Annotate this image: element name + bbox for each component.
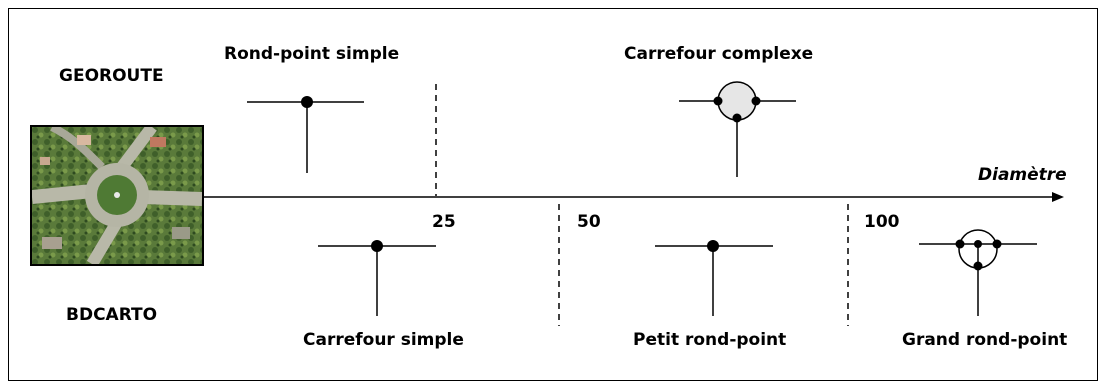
- axis-arrowhead: [1052, 192, 1064, 202]
- tick-50-label: 50: [577, 212, 601, 232]
- petit-rond-point-label: Petit rond-point: [633, 330, 787, 350]
- tick-100-label: 100: [864, 212, 900, 232]
- carrefour-complexe-label: Carrefour complexe: [624, 44, 814, 64]
- rond-point-simple-symbol: [247, 96, 364, 173]
- axis-label-diametre: Diamètre: [978, 165, 1067, 185]
- carrefour-simple-label: Carrefour simple: [303, 330, 464, 350]
- tick-25-label: 25: [432, 212, 456, 232]
- carrefour-simple-symbol: [318, 240, 436, 316]
- grand-rond-point-label: Grand rond-point: [902, 330, 1068, 350]
- rond-point-simple-label: Rond-point simple: [224, 44, 400, 64]
- carrefour-complexe-symbol: [679, 81, 796, 177]
- diagram-frame: [8, 8, 1098, 381]
- grand-rond-point-symbol: [919, 229, 1037, 316]
- aerial-roundabout-photo: [30, 125, 204, 266]
- bdcarto-label: BDCARTO: [66, 305, 158, 325]
- georoute-label: GEOROUTE: [59, 66, 164, 86]
- petit-rond-point-symbol: [655, 240, 773, 316]
